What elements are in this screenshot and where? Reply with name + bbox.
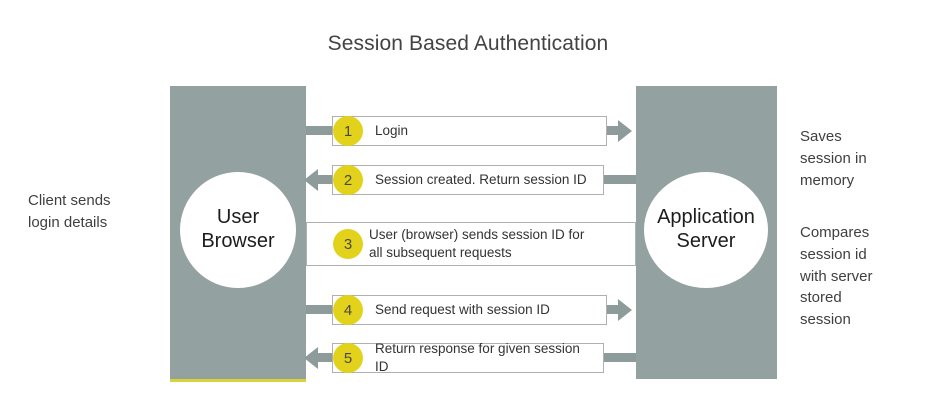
caption-saves-session-in-memory: Saves session in memory	[800, 128, 867, 189]
message-text-step-1: Login	[375, 123, 409, 139]
message-text-step-3: User (browser) sends session ID for all …	[369, 227, 585, 260]
caption-client-sends-login-details: Client sends login details	[28, 192, 111, 231]
arrow-head-left-step-2	[304, 169, 318, 191]
arrow-head-left-step-5	[304, 347, 318, 369]
step-badge-5: 5	[333, 343, 363, 373]
message-step-5: Return response for given session ID 5	[0, 341, 936, 374]
message-box-step-5: Return response for given session ID	[332, 341, 604, 374]
arrow-head-right-step-4	[618, 299, 632, 321]
message-step-4: Send request with session ID 4	[0, 295, 936, 325]
message-text-step-5: Return response for given session ID	[375, 341, 580, 374]
actor-application-server: Application Server	[644, 172, 768, 288]
message-box-step-1: Login	[332, 116, 607, 146]
step-badge-3: 3	[333, 229, 363, 259]
message-step-3: User (browser) sends session ID for all …	[0, 222, 936, 266]
step-badge-1: 1	[333, 116, 363, 146]
message-step-2: Session created. Return session ID 2	[0, 165, 936, 195]
message-box-step-2: Session created. Return session ID	[332, 165, 604, 195]
message-text-step-2: Session created. Return session ID	[375, 172, 587, 188]
page-title: Session Based Authentication	[327, 32, 609, 55]
actor-user-browser: User Browser	[180, 172, 296, 288]
step-badge-2: 2	[333, 165, 363, 195]
step-badge-4: 4	[333, 295, 363, 325]
arrow-head-right-step-1	[618, 120, 632, 142]
message-box-step-4: Send request with session ID	[332, 295, 607, 325]
caption-compares-session-id: Compares session id with server stored s…	[800, 224, 873, 328]
message-step-1: Login 1	[0, 116, 936, 146]
actor-application-server-label: Application Server	[657, 206, 755, 252]
actor-user-browser-label: User Browser	[201, 206, 275, 252]
message-text-step-4: Send request with session ID	[375, 302, 550, 318]
